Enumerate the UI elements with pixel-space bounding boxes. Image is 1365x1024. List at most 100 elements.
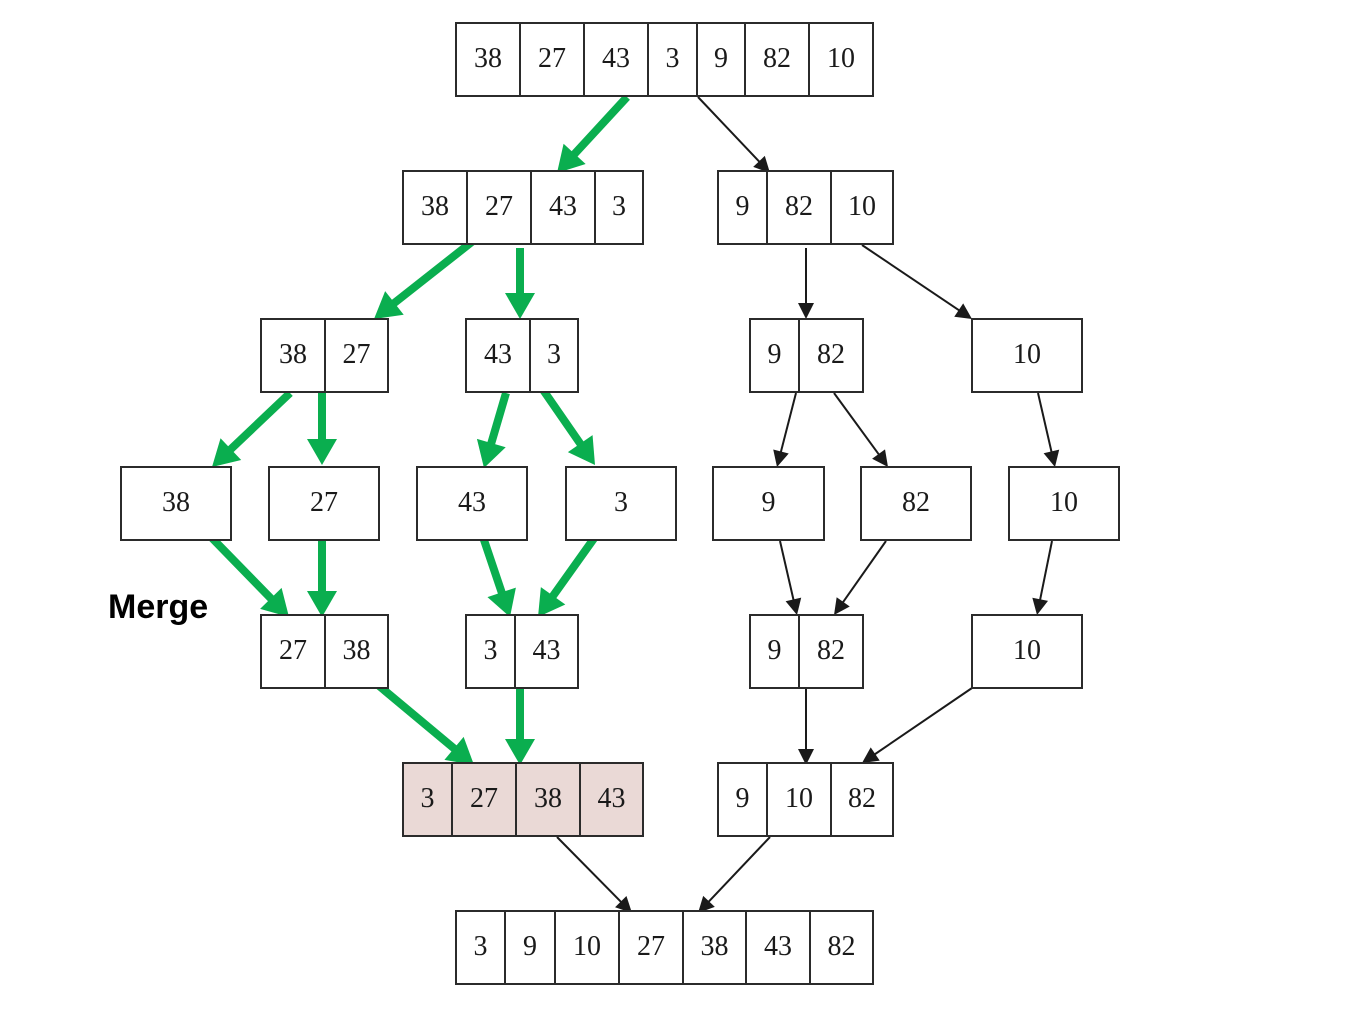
black-arrow — [861, 244, 972, 319]
cell-value: 82 — [763, 43, 791, 74]
array-cell — [808, 22, 874, 97]
array-cell — [830, 170, 894, 245]
cell-value: 9 — [714, 43, 728, 74]
cell-value: 10 — [1013, 635, 1041, 666]
array-cell — [682, 910, 747, 985]
arrow-head — [307, 439, 337, 465]
cell-value: 3 — [474, 931, 488, 962]
array-cell — [529, 318, 579, 393]
arrow-shaft — [390, 237, 476, 308]
arrow-head — [487, 587, 516, 617]
arrow-shaft — [861, 244, 961, 313]
cell-value: 82 — [785, 191, 813, 222]
cell-value: 9 — [736, 191, 750, 222]
cell-value: 43 — [764, 931, 792, 962]
array-cell — [514, 614, 579, 689]
arrow-shaft — [841, 540, 887, 605]
array-cell — [416, 466, 528, 541]
cell-value: 3 — [614, 487, 628, 518]
green-merge-arrow — [307, 393, 337, 465]
arrow-shaft — [833, 392, 881, 457]
array-cell — [766, 762, 832, 837]
arrow-head — [505, 739, 535, 765]
arrow-head — [698, 895, 715, 913]
green-merge-arrow — [479, 535, 516, 617]
array-cell — [798, 614, 864, 689]
array-cell — [324, 614, 389, 689]
green-merge-arrow — [212, 390, 293, 467]
cell-value: 38 — [534, 783, 562, 814]
cell-value: 9 — [768, 339, 782, 370]
cell-value: 38 — [474, 43, 502, 74]
cell-value: 27 — [343, 339, 371, 370]
array-single-27: 27 — [268, 466, 380, 541]
array-single-82: 82 — [860, 466, 972, 541]
arrow-head — [798, 303, 814, 319]
cell-value: 38 — [279, 339, 307, 370]
array-cell — [402, 762, 453, 837]
array-single-43: 43 — [416, 466, 528, 541]
cell-value: 82 — [828, 931, 856, 962]
array-cell — [455, 22, 521, 97]
arrow-shaft — [479, 535, 507, 596]
array-cell — [466, 170, 532, 245]
array-merged-10: 10 — [971, 614, 1083, 689]
array-cell — [744, 22, 810, 97]
green-merge-arrow — [369, 676, 474, 765]
arrow-shaft — [535, 381, 585, 448]
array-cell — [798, 318, 864, 393]
array-cell — [1008, 466, 1120, 541]
array-cell — [647, 22, 698, 97]
array-cell — [971, 614, 1083, 689]
black-arrow — [698, 836, 771, 913]
arrow-head — [773, 449, 789, 467]
array-single-3: 3 — [565, 466, 677, 541]
green-merge-arrow — [307, 537, 337, 617]
array-cell — [749, 614, 800, 689]
arrow-shaft — [369, 676, 459, 753]
cell-value: 43 — [533, 635, 561, 666]
array-cell — [712, 466, 825, 541]
black-arrow — [798, 688, 814, 765]
cell-value: 27 — [310, 487, 338, 518]
cell-value: 9 — [762, 487, 776, 518]
arrow-shaft — [548, 534, 599, 600]
cell-value: 27 — [538, 43, 566, 74]
arrow-head — [476, 438, 506, 468]
arrow-shaft — [208, 534, 276, 603]
cell-value: 38 — [343, 635, 371, 666]
cell-value: 3 — [547, 339, 561, 370]
array-cell — [583, 22, 649, 97]
black-arrow — [697, 96, 770, 173]
cell-value: 9 — [523, 931, 537, 962]
arrow-shaft — [1037, 392, 1053, 454]
arrow-head — [1043, 449, 1060, 467]
array-cell — [717, 170, 768, 245]
cell-value: 10 — [827, 43, 855, 74]
green-merge-arrow — [538, 534, 599, 617]
array-cell — [618, 910, 684, 985]
cell-value: 9 — [768, 635, 782, 666]
cell-value: 10 — [785, 783, 813, 814]
black-arrow — [1037, 392, 1060, 467]
arrow-head — [557, 143, 586, 173]
cell-value: 3 — [666, 43, 680, 74]
array-cell — [766, 170, 832, 245]
arrow-shaft — [779, 540, 795, 602]
black-arrow — [798, 248, 814, 319]
cell-value: 82 — [848, 783, 876, 814]
cell-value: 38 — [421, 191, 449, 222]
array-cell — [565, 466, 677, 541]
arrow-shaft — [226, 390, 293, 454]
arrow-head — [444, 736, 474, 765]
black-arrow — [773, 392, 797, 467]
cell-value: 43 — [484, 339, 512, 370]
arrow-head — [862, 747, 880, 763]
green-merge-arrow — [208, 534, 289, 617]
